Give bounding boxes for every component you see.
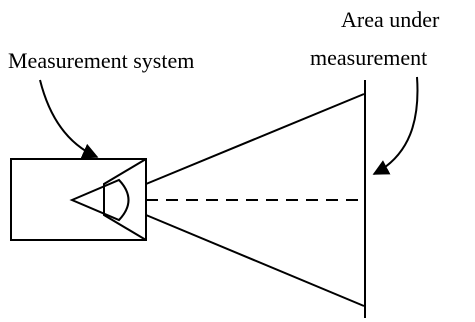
measurement-system-arrow [39, 79, 99, 159]
fov-lower-line [145, 214, 365, 307]
area-label-line1: Area under [341, 7, 440, 32]
area-label-line2: measurement [310, 45, 427, 70]
sensor-housing [103, 158, 147, 241]
measurement-system-label: Measurement system [8, 48, 194, 73]
fov-upper-line [145, 93, 365, 185]
sensor-lens [69, 178, 130, 222]
area-arrow [372, 76, 419, 175]
